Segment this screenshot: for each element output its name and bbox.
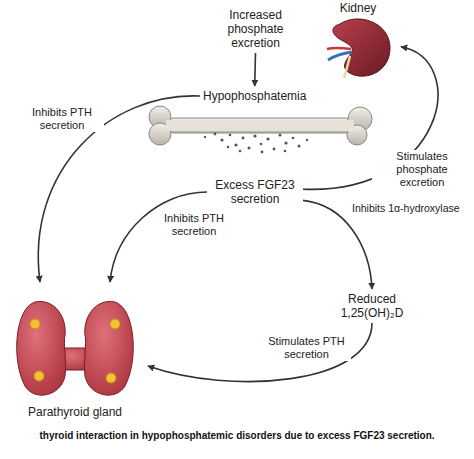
speckle [220, 138, 223, 141]
organ-label: Kidney [318, 1, 398, 15]
kidney-illustration [327, 19, 390, 78]
bone-illustration [149, 106, 372, 153]
organ-node: Kidney [318, 0, 398, 78]
edge-label: Inhibits PTH secretion [20, 106, 104, 132]
speckle [292, 137, 295, 140]
figure-caption: thyroid interaction in hypophosphatemic … [6, 430, 468, 442]
node-text: Increased phosphate excretion [218, 8, 293, 50]
node-text: Excess FGF23 secretion [210, 178, 300, 206]
speckle [279, 134, 282, 137]
speckle [284, 141, 287, 144]
speckle [306, 139, 308, 141]
speckle [227, 146, 229, 148]
speckle [260, 143, 263, 146]
edge-label: Inhibits 1α-hydroxylase [350, 202, 462, 215]
renal-artery [327, 48, 351, 49]
speckle [214, 133, 217, 136]
parathyroid-dot [30, 319, 40, 329]
thyroid-lobe [84, 301, 133, 395]
node-text: Reduced 1,25(OH)₂D [332, 292, 412, 320]
speckle [204, 136, 206, 138]
connector-arrow [148, 323, 372, 382]
speckle [248, 147, 251, 150]
edge-label: Inhibits PTH secretion [152, 212, 236, 238]
speckle [298, 145, 301, 148]
process-text: Hypophosphatemia [203, 89, 306, 103]
thyroid-lobe [17, 301, 66, 395]
speckle [242, 137, 245, 140]
node-text: Hypophosphatemia [203, 89, 306, 103]
process-text: Reduced 1,25(OH)₂D [332, 292, 412, 320]
speckle [229, 134, 232, 137]
osteocyte-speckles [204, 133, 308, 154]
parathyroid-illustration [17, 301, 134, 395]
bone-shaft-fill [166, 120, 354, 131]
speckle [234, 143, 237, 146]
organ-node: Parathyroid gland [5, 285, 145, 420]
parathyroid-dot [34, 371, 44, 381]
process-text: Excess FGF23 secretion [210, 178, 300, 206]
speckle [284, 150, 287, 153]
speckle [266, 137, 269, 140]
organ-label: Parathyroid gland [5, 405, 145, 419]
ureter [344, 56, 350, 78]
edge-label: Stimulates phosphate excretion [372, 150, 472, 189]
speckle [239, 150, 242, 153]
speckle [273, 148, 276, 151]
parathyroid-dot [110, 319, 120, 329]
speckle [261, 151, 264, 154]
edge-label: Stimulates PTH secretion [262, 335, 351, 361]
process-text: Increased phosphate excretion [218, 8, 293, 50]
speckle [253, 134, 256, 137]
connector-arrow [254, 53, 256, 86]
parathyroid-dot [106, 373, 116, 383]
